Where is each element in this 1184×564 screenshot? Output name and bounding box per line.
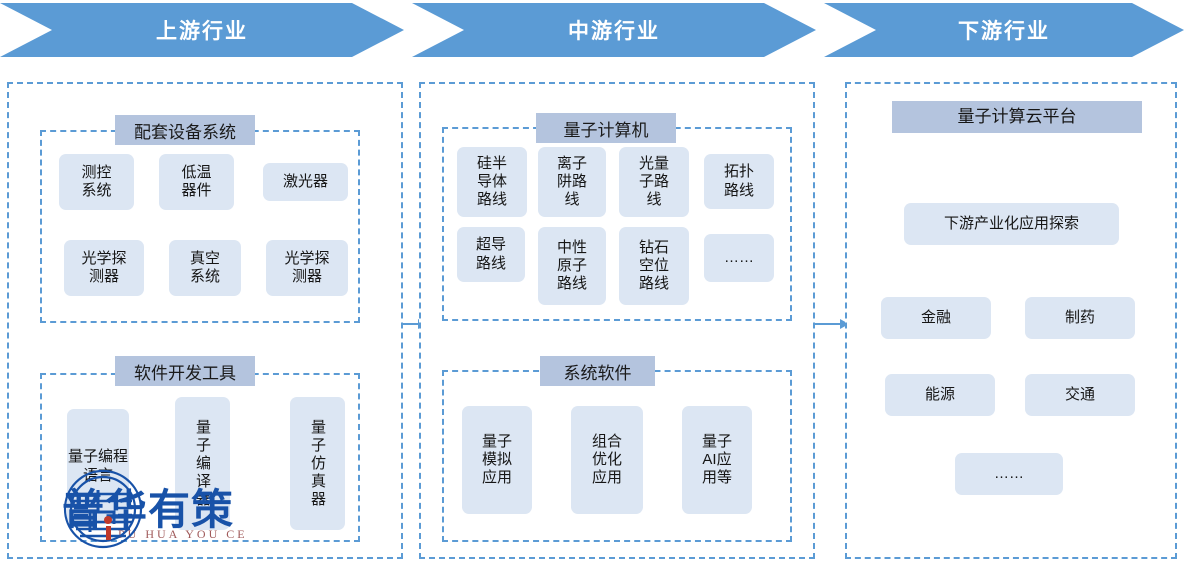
box-industry-other[interactable]: …… [955, 453, 1063, 495]
box-optical-detector-2[interactable]: 光学探 测器 [266, 240, 348, 296]
box-ion-trap-route[interactable]: 离子 阱路 线 [538, 147, 606, 217]
banner-upstream-label: 上游行业 [156, 20, 248, 43]
group-system-software-title: 系统软件 [540, 356, 655, 386]
group-quantum-computer-title: 量子计算机 [536, 113, 676, 143]
box-quantum-simulator[interactable]: 量子仿真器 [290, 397, 345, 530]
box-combinatorial-optimization-application[interactable]: 组合 优化 应用 [571, 406, 643, 514]
box-diamond-vacancy-route[interactable]: 钻石 空位 路线 [619, 227, 689, 305]
box-cryogenic-devices[interactable]: 低温 器件 [159, 154, 234, 210]
box-measurement-control[interactable]: 测控 系统 [59, 154, 134, 210]
watermark-pinyin: PU HUA YOU CE [118, 527, 248, 541]
box-quantum-ai-application[interactable]: 量子 AI应 用等 [682, 406, 752, 514]
box-optical-detector-1[interactable]: 光学探 测器 [64, 240, 144, 296]
box-downstream-industrial-application[interactable]: 下游产业化应用探索 [904, 203, 1119, 245]
box-industry-transportation[interactable]: 交通 [1025, 374, 1135, 416]
arrow-midstream-to-downstream [812, 319, 849, 329]
box-laser[interactable]: 激光器 [263, 163, 348, 201]
banner-upstream: 上游行业 [0, 3, 404, 57]
box-industry-finance[interactable]: 金融 [881, 297, 991, 339]
box-silicon-semiconductor-route[interactable]: 硅半 导体 路线 [457, 147, 527, 217]
box-quantum-cloud-platform[interactable]: 量子计算云平台 [892, 101, 1142, 133]
column-downstream: 量子计算云平台 下游产业化应用探索 金融 制药 能源 交通 …… [845, 82, 1177, 559]
box-topological-route[interactable]: 拓扑 路线 [704, 154, 774, 209]
box-superconducting-route[interactable]: 超导 路线 [457, 227, 525, 282]
box-quantum-simulation-application[interactable]: 量子 模拟 应用 [462, 406, 532, 514]
column-midstream: 量子计算机 硅半 导体 路线 离子 阱路 线 光量 子路 线 拓扑 路线 超导 … [419, 82, 815, 559]
column-upstream: 配套设备系统 测控 系统 低温 器件 激光器 光学探 测器 真空 系统 光学探 … [7, 82, 403, 559]
banner-midstream: 中游行业 [412, 3, 816, 57]
group-software-dev-tools-title: 软件开发工具 [115, 356, 255, 386]
box-neutral-atom-route[interactable]: 中性 原子 路线 [538, 227, 606, 305]
banner-midstream-label: 中游行业 [568, 20, 660, 43]
box-industry-pharmaceutical[interactable]: 制药 [1025, 297, 1135, 339]
group-equipment-title: 配套设备系统 [115, 115, 255, 145]
box-industry-energy[interactable]: 能源 [885, 374, 995, 416]
banner-downstream-label: 下游行业 [958, 20, 1050, 43]
box-photonic-quantum-route[interactable]: 光量 子路 线 [619, 147, 689, 217]
box-other-routes[interactable]: …… [704, 234, 774, 282]
banner-downstream: 下游行业 [824, 3, 1184, 57]
box-quantum-compiler[interactable]: 量子编译器 [175, 397, 230, 530]
box-vacuum-system[interactable]: 真空 系统 [169, 240, 241, 296]
